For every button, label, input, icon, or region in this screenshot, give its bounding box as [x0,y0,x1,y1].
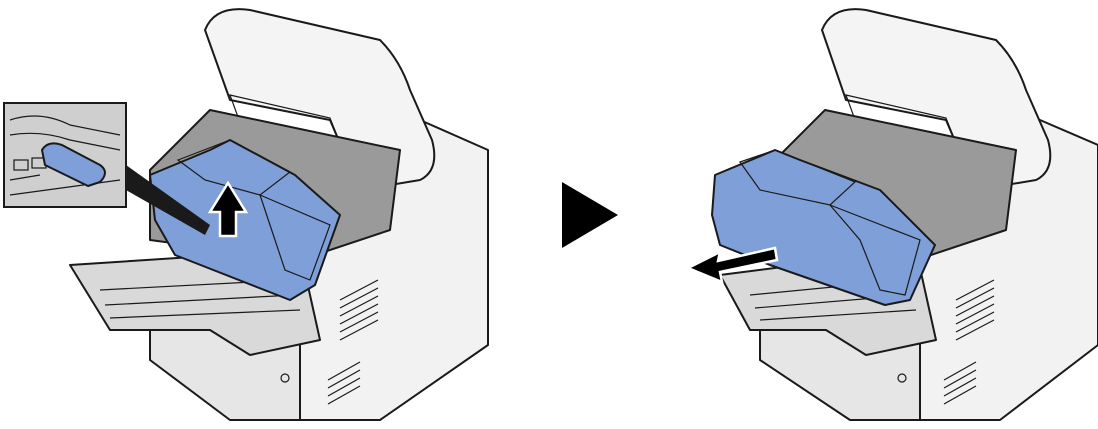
step-remove-toner-illustration [680,0,1098,429]
step-lift-toner-illustration [0,0,500,429]
step-arrow-icon [560,180,620,250]
